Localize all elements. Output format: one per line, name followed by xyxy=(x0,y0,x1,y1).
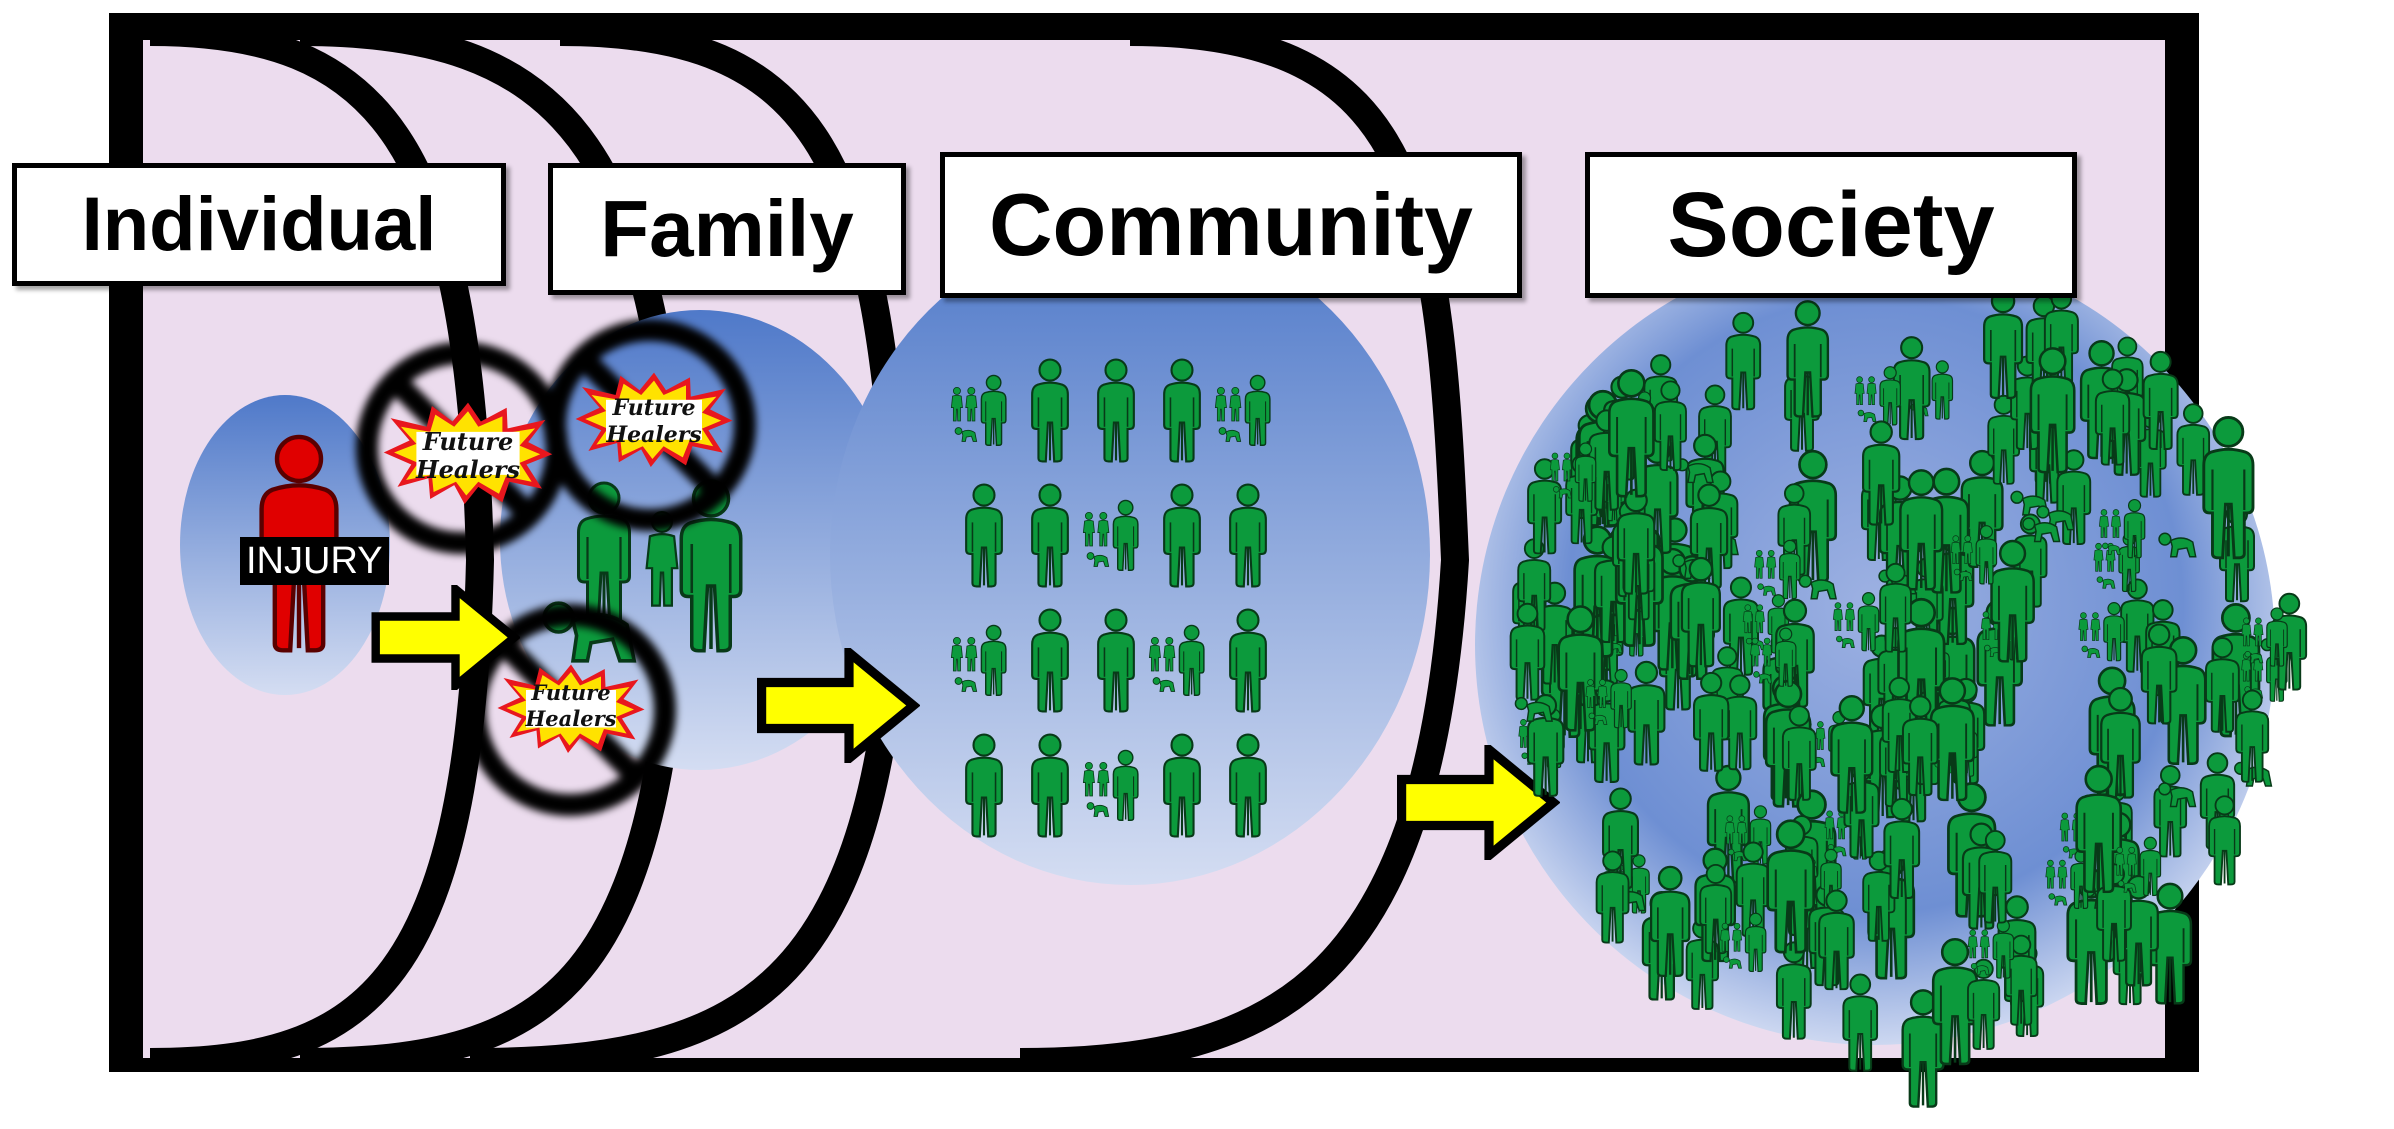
label-family: Family xyxy=(548,163,906,295)
label-society-text: Society xyxy=(1667,173,1995,276)
svg-text:Healers: Healers xyxy=(605,422,701,448)
label-individual: Individual xyxy=(12,163,506,286)
label-family-text: Family xyxy=(600,184,854,273)
label-community: Community xyxy=(940,152,1522,298)
svg-text:Healers: Healers xyxy=(415,455,521,484)
svg-text:Healers: Healers xyxy=(524,706,616,731)
label-community-text: Community xyxy=(989,175,1473,274)
svg-text:Future: Future xyxy=(530,680,610,705)
svg-text:Future: Future xyxy=(612,395,696,421)
label-individual-text: Individual xyxy=(81,182,437,267)
svg-text:Future: Future xyxy=(422,427,514,456)
injury-tag: INJURY xyxy=(240,537,389,585)
future-healers-badge-text: Future Healers Future Healers Future Hea… xyxy=(415,395,702,731)
label-society: Society xyxy=(1585,152,2077,298)
injury-tag-text: INJURY xyxy=(246,540,383,582)
